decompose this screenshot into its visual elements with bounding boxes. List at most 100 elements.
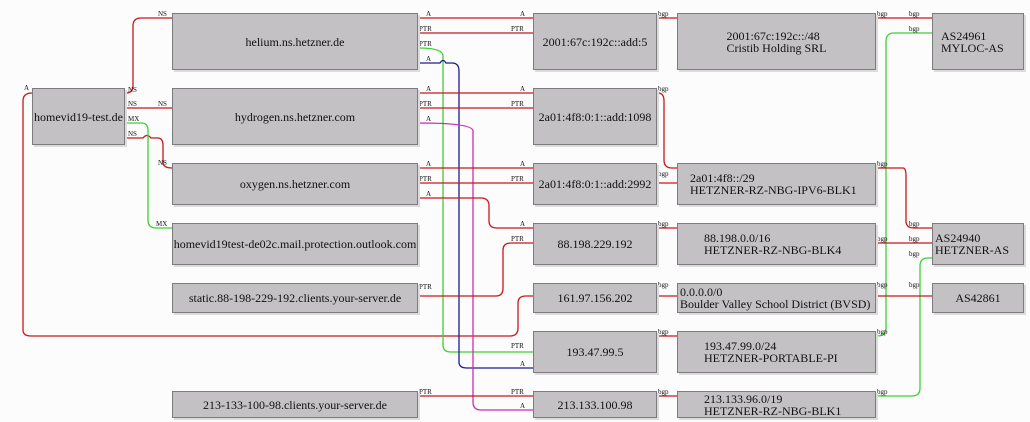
node-mx[interactable]: homevid19test-de02c.mail.protection.outl… (172, 223, 418, 265)
node-label: 213.133.100.98 (557, 397, 633, 412)
edge-label: A (426, 115, 431, 123)
edge-label: PTR (511, 342, 524, 350)
edge-label: bgp (877, 281, 888, 289)
node-label: oxygen.ns.hetzner.com (239, 177, 351, 191)
node-ip-161[interactable]: 161.97.156.202 (533, 283, 657, 313)
edge-label: PTR (419, 388, 432, 396)
node-label: 2a01:4f8:0:1::add:1098 (538, 109, 652, 124)
edge-label: bgp (877, 160, 888, 168)
edge-label: bgp (877, 10, 888, 18)
edge-label: bgp (877, 328, 888, 336)
node-prefix-blk4[interactable]: 88.198.0.0/16 HETZNER-RZ-NBG-BLK4 (677, 223, 876, 265)
edge-label: bgp (909, 220, 920, 228)
node-label: 0.0.0.0/0 Boulder Valley School District… (680, 285, 871, 311)
node-prefix-ipv6-blk1[interactable]: 2a01:4f8::/29 HETZNER-RZ-NBG-IPV6-BLK1 (677, 163, 876, 205)
node-label: static.88-198-229-192.clients.your-serve… (188, 291, 402, 305)
edge-label: PTR (419, 100, 432, 108)
node-ns-hydrogen[interactable]: hydrogen.ns.hetzner.com (172, 88, 418, 145)
node-ptr-static[interactable]: static.88-198-229-192.clients.your-serve… (172, 283, 418, 313)
node-ip-v6-hydrogen[interactable]: 2a01:4f8:0:1::add:1098 (533, 88, 657, 145)
edge-label: NS (128, 86, 137, 94)
edge-label: bgp (909, 281, 920, 289)
edge-label: bgp (658, 85, 669, 93)
edge-label: PTR (511, 235, 524, 243)
node-prefix-portable[interactable]: 193.47.99.0/24 HETZNER-PORTABLE-PI (677, 331, 876, 373)
edge-label: NS (128, 100, 137, 108)
edge-label: PTR (419, 175, 432, 183)
edge-label: A (426, 85, 431, 93)
edge-label: bgp (658, 388, 669, 396)
node-ip-193[interactable]: 193.47.99.5 (533, 331, 657, 373)
edge-label: NS (158, 10, 167, 18)
edge-label: A (426, 190, 431, 198)
edge-label: bgp (658, 170, 669, 178)
edge-label: A (426, 10, 431, 18)
node-label: AS24940 HETZNER-AS (935, 231, 1009, 257)
node-label: 88.198.0.0/16 HETZNER-RZ-NBG-BLK4 (704, 231, 842, 257)
edge-label: NS (128, 130, 137, 138)
edge-label: bgp (877, 388, 888, 396)
edge-label: bgp (658, 10, 669, 18)
edge-ptr-88 (419, 242, 533, 297)
edge-bgp-v6-hetzner (877, 167, 932, 229)
node-label: hydrogen.ns.hetzner.com (234, 109, 356, 124)
edge-label: PTR (511, 25, 524, 33)
node-label: homevid19test-de02c.mail.protection.outl… (173, 237, 417, 251)
node-label: 213.133.96.0/19 HETZNER-RZ-NBG-BLK1 (704, 391, 842, 418)
edge-label: PTR (511, 175, 524, 183)
edge-label: A (520, 160, 525, 168)
edge-label: bgp (909, 25, 920, 33)
node-ptr-213[interactable]: 213-133-100-98.clients.your-server.de (172, 391, 418, 418)
node-label: 2001:67c:192c::add:5 (542, 34, 648, 49)
edge-label: PTR (511, 388, 524, 396)
node-ip-88[interactable]: 88.198.229.192 (533, 223, 657, 265)
edge-label: bgp (658, 281, 669, 289)
edge-a-88 (419, 197, 533, 229)
edge-label: A (520, 220, 525, 228)
node-prefix-cristib[interactable]: 2001:67c:192c::/48 Cristib Holding SRL (677, 13, 876, 70)
edge-label: A (24, 84, 29, 92)
edge-bgp (657, 92, 677, 169)
edge-label: A (520, 10, 525, 18)
edge-ns-oxygen (126, 134, 173, 169)
node-prefix-blk1[interactable]: 213.133.96.0/19 HETZNER-RZ-NBG-BLK1 (677, 391, 876, 418)
node-label: homevid19-test.de (34, 109, 123, 124)
edge-ns-helium (125, 17, 172, 94)
edge-bgp-portable-myloc (876, 32, 932, 337)
node-label: AS42861 (955, 291, 1001, 305)
node-domain[interactable]: homevid19-test.de (32, 88, 125, 145)
node-label: 2a01:4f8:0:1::add:2992 (538, 177, 652, 191)
node-as-42861[interactable]: AS42861 (932, 283, 1024, 313)
edge-label: A (426, 160, 431, 168)
node-prefix-bvsd[interactable]: 0.0.0.0/0 Boulder Valley School District… (677, 283, 876, 313)
node-as-myloc[interactable]: AS24961 MYLOC-AS (932, 13, 1024, 70)
edge-label: PTR (511, 100, 524, 108)
edge-ptr-193 (418, 47, 533, 353)
edge-label: PTR (419, 40, 432, 48)
edge-mx (126, 122, 172, 229)
node-label: 193.47.99.0/24 HETZNER-PORTABLE-PI (704, 339, 838, 365)
node-as-hetzner[interactable]: AS24940 HETZNER-AS (932, 223, 1024, 265)
node-label: helium.ns.hetzner.de (245, 34, 345, 49)
node-ns-oxygen[interactable]: oxygen.ns.hetzner.com (172, 163, 418, 205)
node-label: 213-133-100-98.clients.your-server.de (202, 397, 388, 412)
edge-label: PTR (419, 283, 432, 291)
node-label: AS24961 MYLOC-AS (941, 28, 1004, 55)
edge-bgp-blk1-hetzner (877, 257, 932, 397)
node-ip-213[interactable]: 213.133.100.98 (533, 391, 657, 418)
edge-label: bgp (658, 328, 669, 336)
node-label: 161.97.156.202 (557, 291, 633, 305)
edge-a-193 (419, 59, 533, 369)
node-label: 193.47.99.5 (566, 345, 624, 359)
edge-label: bgp (658, 220, 669, 228)
node-ip-v6-oxygen[interactable]: 2a01:4f8:0:1::add:2992 (533, 163, 657, 205)
edge-label: NS (158, 159, 167, 167)
edge-label: bgp (877, 235, 888, 243)
edge-a-213 (418, 122, 533, 411)
node-label: 2a01:4f8::/29 HETZNER-RZ-NBG-IPV6-BLK1 (690, 171, 857, 197)
node-ns-helium[interactable]: helium.ns.hetzner.de (172, 13, 418, 70)
node-ip-v6-helium[interactable]: 2001:67c:192c::add:5 (533, 13, 657, 70)
edge-label: A (520, 402, 525, 410)
edge-label: A (426, 55, 431, 63)
